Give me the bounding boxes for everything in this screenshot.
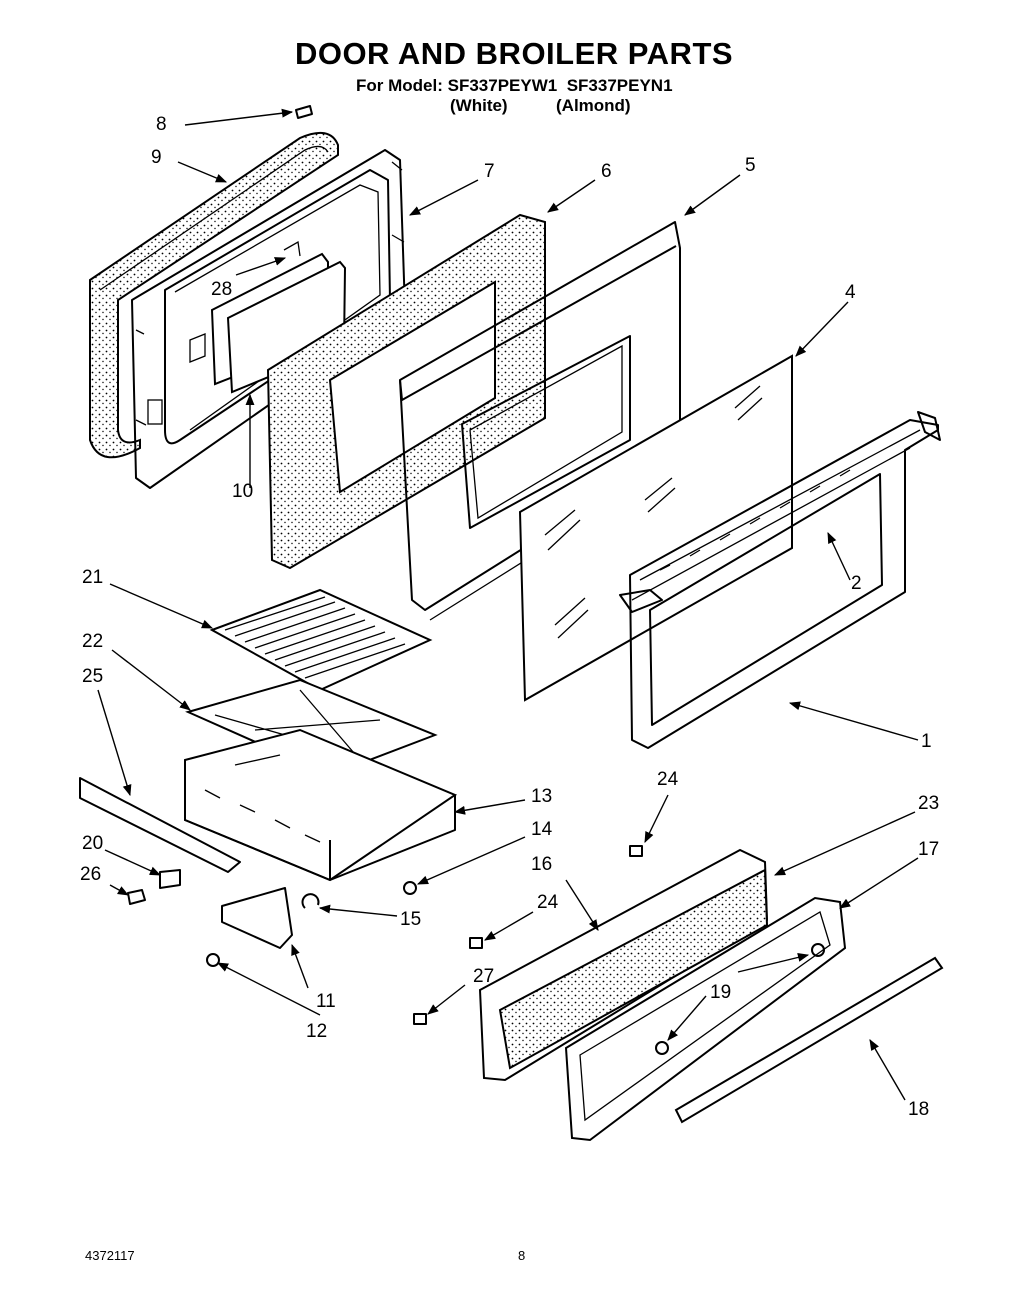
callout-15: 15 [400, 909, 422, 930]
callout-25: 25 [82, 666, 104, 687]
model-number-white: SF337PEYW1 [447, 76, 558, 95]
callout-28: 28 [211, 279, 233, 300]
door-gasket [89, 131, 339, 459]
broiler-slide-rail [79, 777, 241, 905]
callout-12: 12 [306, 1021, 328, 1042]
drawer-trim-strip [674, 956, 944, 1124]
callout-24b: 24 [537, 892, 559, 913]
callout-26: 26 [80, 864, 102, 885]
callout-16: 16 [531, 854, 553, 875]
callout-17: 17 [918, 839, 940, 860]
callout-2: 2 [851, 573, 862, 594]
callout-21: 21 [82, 567, 104, 588]
document-number: 4372117 [85, 1248, 135, 1263]
page-title: DOOR AND BROILER PARTS [294, 36, 734, 71]
variant-white: (White) [450, 96, 508, 115]
callout-23: 23 [918, 793, 940, 814]
outer-door-glass [518, 354, 793, 702]
callout-18: 18 [908, 1099, 930, 1120]
broiler-grid [209, 588, 433, 692]
callout-20: 20 [82, 833, 104, 854]
broiler-hardware [206, 881, 417, 967]
callout-14: 14 [531, 819, 553, 840]
screws [295, 105, 643, 1025]
model-number-almond: SF337PEYN1 [566, 76, 673, 95]
callout-8: 8 [156, 114, 167, 135]
door-insulation [266, 213, 546, 570]
door-frame [619, 411, 941, 749]
callout-24a: 24 [657, 769, 679, 790]
model-line: For Model: SF337PEYW1 SF337PEYN1 [356, 76, 673, 96]
callout-5: 5 [745, 155, 756, 176]
page-number: 8 [518, 1248, 526, 1263]
callout-4: 4 [845, 282, 856, 303]
callout-9: 9 [151, 147, 162, 168]
callout-10: 10 [232, 481, 254, 502]
callout-leaders [97, 108, 919, 1101]
callout-6: 6 [601, 161, 612, 182]
broiler-drawer-front [564, 896, 847, 1142]
callout-22: 22 [82, 631, 104, 652]
model-prefix: For Model: [356, 76, 443, 95]
callout-19: 19 [710, 982, 732, 1003]
broiler-drawer-liner [478, 848, 769, 1082]
variant-almond: (Almond) [556, 96, 631, 115]
inner-window-glass [210, 240, 347, 394]
callout-7: 7 [484, 161, 495, 182]
callout-27: 27 [473, 966, 495, 987]
callout-1: 1 [921, 731, 932, 752]
callout-13: 13 [531, 786, 553, 807]
callout-11: 11 [316, 991, 336, 1012]
broiler-pan [184, 728, 458, 882]
